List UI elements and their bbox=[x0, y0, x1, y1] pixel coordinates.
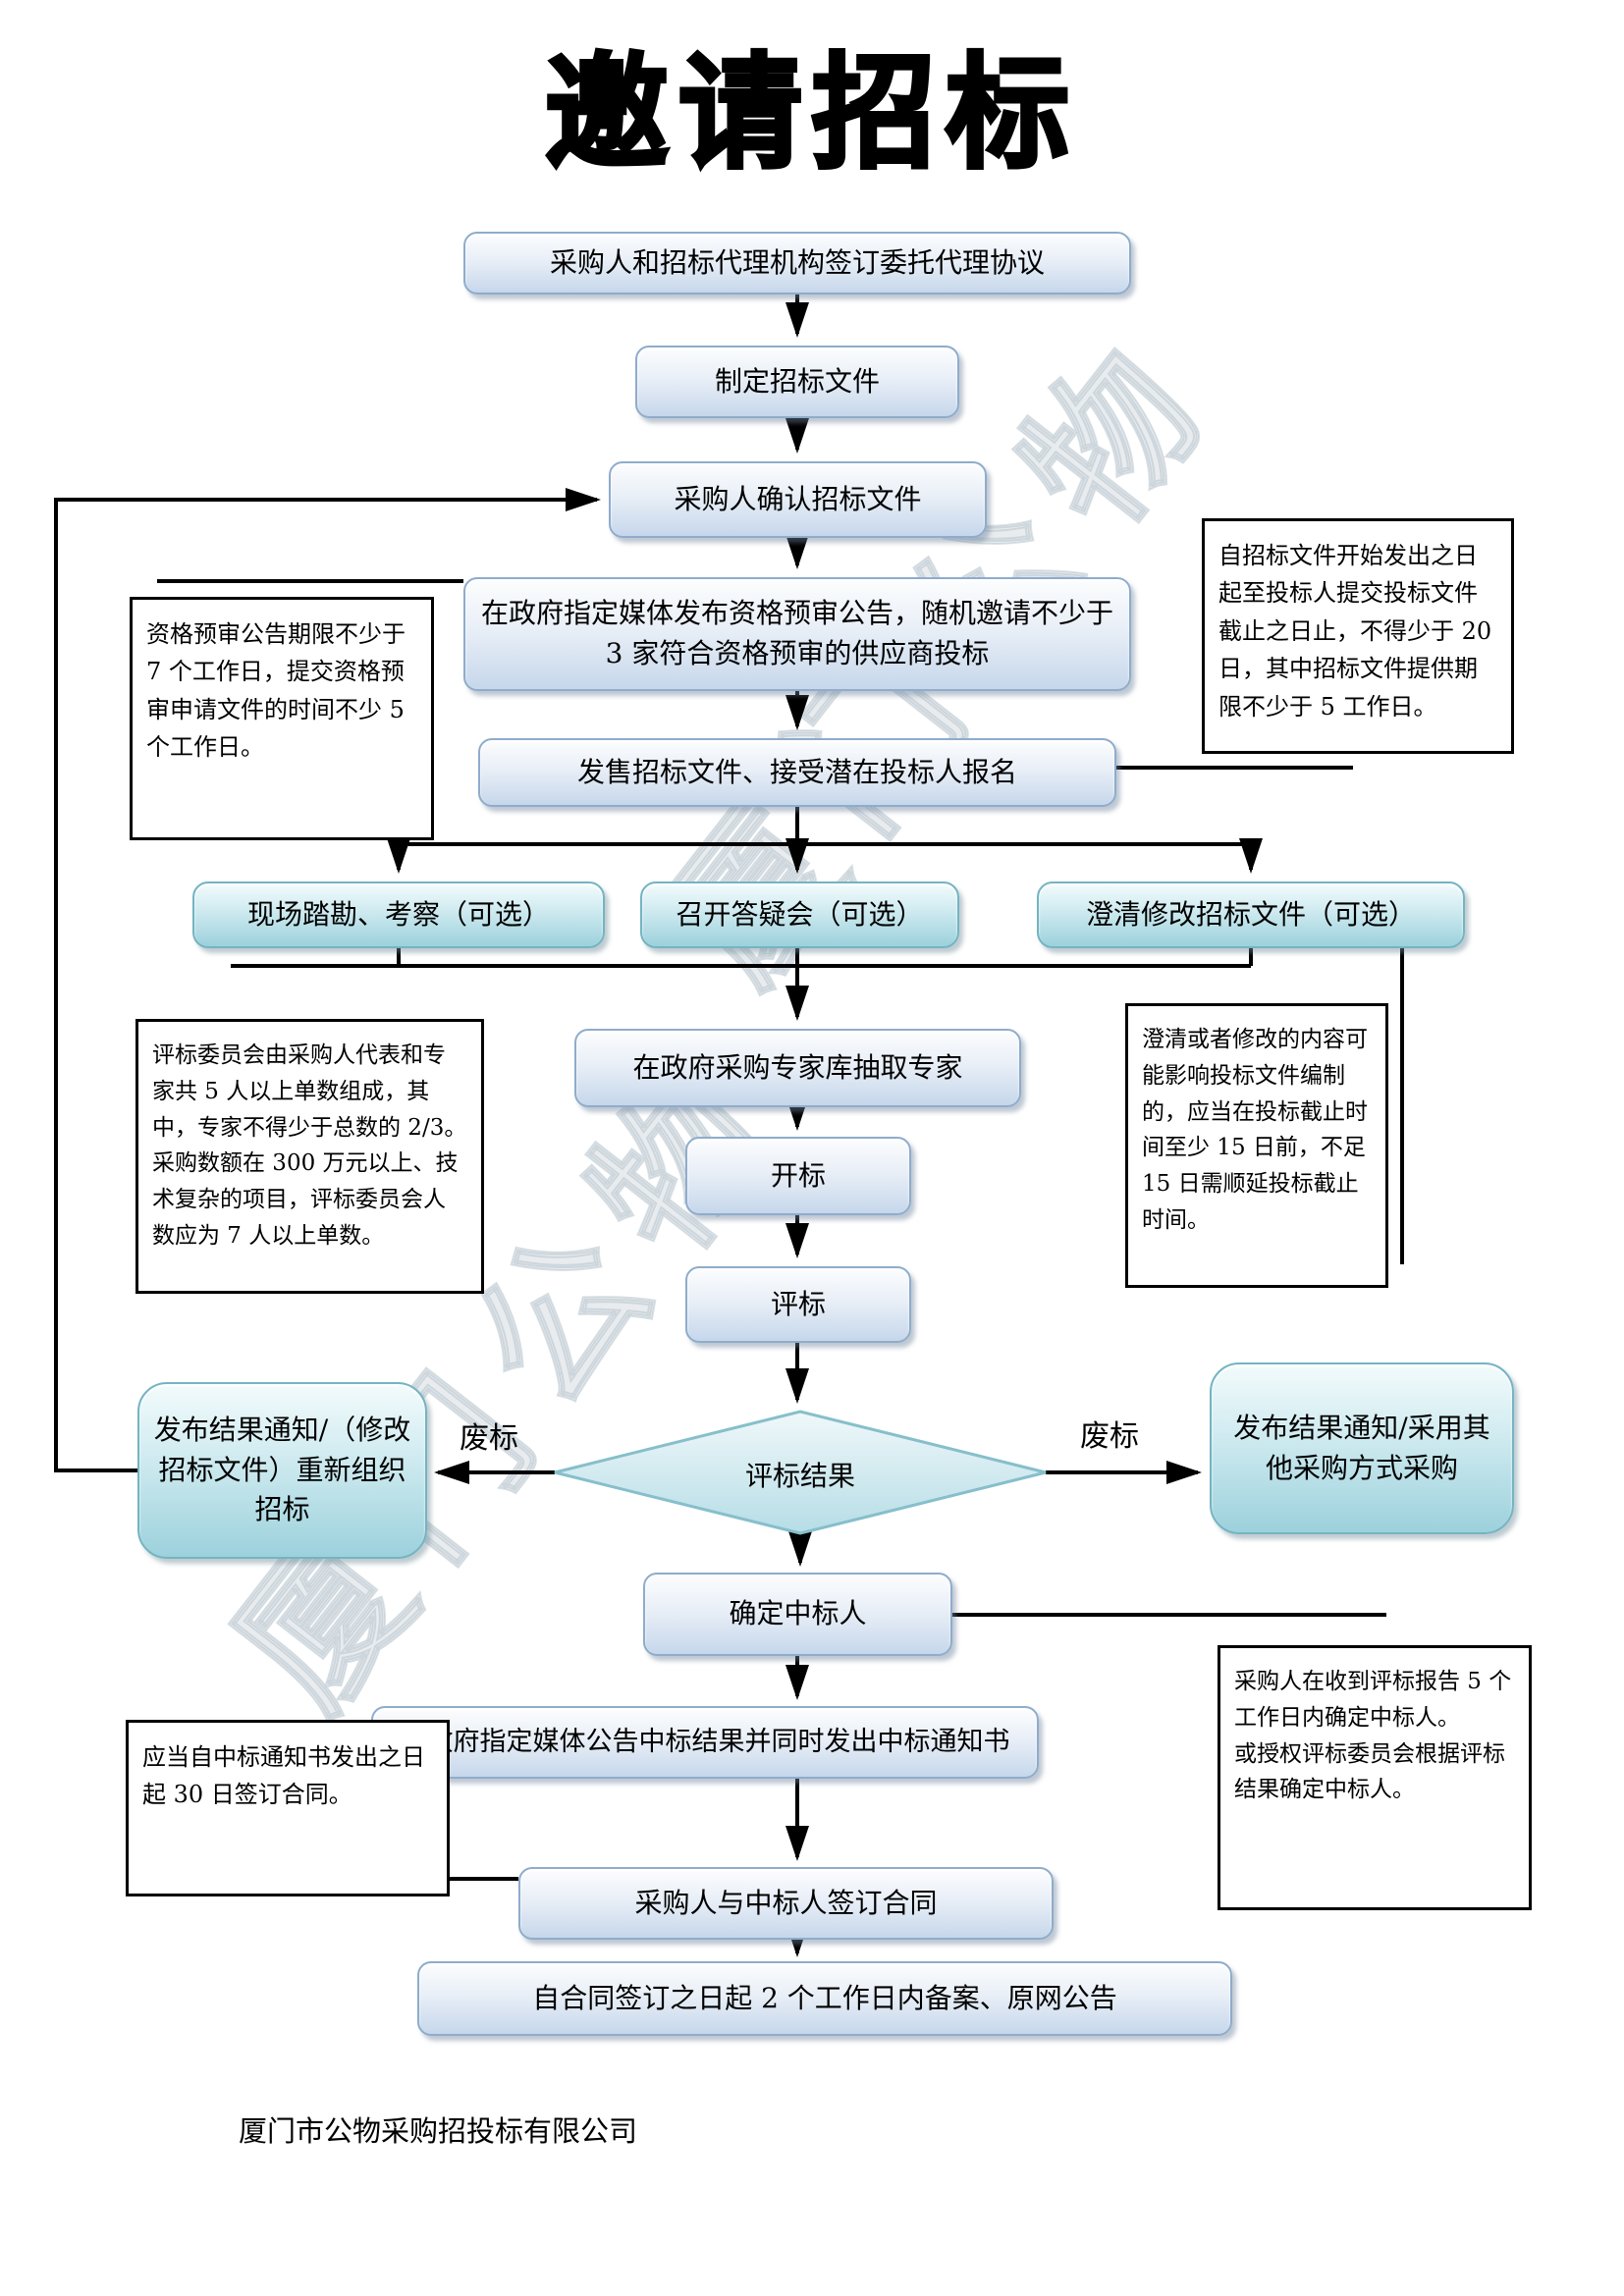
company-name: 厦门市公物采购招投标有限公司 bbox=[239, 2114, 638, 2148]
step-qa-meeting-optional: 召开答疑会（可选） bbox=[640, 881, 959, 948]
step-sign-contract: 采购人与中标人签订合同 bbox=[518, 1867, 1054, 1940]
step-confirm-tender-docs-label: 采购人确认招标文件 bbox=[674, 482, 922, 515]
step-determine-winner: 确定中标人 bbox=[643, 1573, 952, 1656]
step-prepare-tender-docs: 制定招标文件 bbox=[635, 346, 959, 418]
page-title: 邀请招标 bbox=[543, 38, 1079, 187]
note-clarify-deadline-text: 澄清或者修改的内容可能影响投标文件编制的，应当在投标截止时间至少 15 日前，不… bbox=[1142, 1027, 1374, 1233]
step-bid-opening: 开标 bbox=[685, 1137, 911, 1215]
step-bid-evaluation: 评标 bbox=[685, 1266, 911, 1343]
step-clarify-modify-optional: 澄清修改招标文件（可选） bbox=[1037, 881, 1465, 948]
step-qa-meeting-label: 召开答疑会（可选） bbox=[676, 897, 924, 931]
note-tender-period-text: 自招标文件开始发出之日起至投标人提交投标文件截止之日止，不得少于 20 日，其中… bbox=[1218, 542, 1499, 721]
note-prequalification-period: 资格预审公告期限不少于 7 个工作日，提交资格预审申请文件的时间不少 5 个工作… bbox=[130, 597, 434, 840]
step-sell-tender-docs: 发售招标文件、接受潜在投标人报名 bbox=[478, 738, 1116, 807]
step-announce-result: 在政府指定媒体公告中标结果并同时发出中标通知书 bbox=[371, 1706, 1039, 1779]
note-determine-winner-rule: 采购人在收到评标报告 5 个工作日内确定中标人。 或授权评标委员会根据评标结果确… bbox=[1218, 1645, 1532, 1910]
step-confirm-tender-docs: 采购人确认招标文件 bbox=[609, 461, 987, 538]
step-filing-announcement: 自合同签订之日起 2 个工作日内备案、原网公告 bbox=[417, 1961, 1232, 2036]
decision-diamond bbox=[554, 1410, 1047, 1535]
step-sign-contract-label: 采购人与中标人签订合同 bbox=[634, 1886, 938, 1919]
connector-feedback-retender bbox=[54, 488, 601, 1472]
step-bid-evaluation-label: 评标 bbox=[770, 1287, 826, 1320]
note-evaluation-committee-text: 评标委员会由采购人代表和专家共 5 人以上单数组成，其中，专家不得少于总数的 2… bbox=[152, 1042, 467, 1249]
step-determine-winner-label: 确定中标人 bbox=[729, 1597, 867, 1630]
step-agency-agreement-label: 采购人和招标代理机构签订委托代理协议 bbox=[549, 245, 1045, 279]
step-site-survey-optional: 现场踏勘、考察（可选） bbox=[192, 881, 605, 948]
step-draw-experts-label: 在政府采购专家库抽取专家 bbox=[632, 1050, 963, 1084]
step-publish-prequalification-label: 在政府指定媒体发布资格预审公告，随机邀请不少于 3 家符合资格预审的供应商投标 bbox=[480, 597, 1113, 669]
note-tender-period: 自招标文件开始发出之日起至投标人提交投标文件截止之日止，不得少于 20 日，其中… bbox=[1202, 518, 1514, 754]
step-prepare-tender-docs-label: 制定招标文件 bbox=[714, 364, 880, 398]
note-determine-winner-rule-text: 采购人在收到评标报告 5 个工作日内确定中标人。 或授权评标委员会根据评标结果确… bbox=[1234, 1669, 1512, 1803]
step-bid-opening-label: 开标 bbox=[770, 1158, 826, 1192]
note-prequalification-period-text: 资格预审公告期限不少于 7 个工作日，提交资格预审申请文件的时间不少 5 个工作… bbox=[146, 620, 413, 762]
step-publish-prequalification: 在政府指定媒体发布资格预审公告，随机邀请不少于 3 家符合资格预审的供应商投标 bbox=[463, 577, 1131, 691]
note-clarify-deadline: 澄清或者修改的内容可能影响投标文件编制的，应当在投标截止时间至少 15 日前，不… bbox=[1125, 1003, 1388, 1288]
note-evaluation-committee: 评标委员会由采购人代表和专家共 5 人以上单数组成，其中，专家不得少于总数的 2… bbox=[135, 1019, 484, 1294]
decision-evaluation-result-label: 评标结果 bbox=[744, 1460, 855, 1492]
step-draw-experts: 在政府采购专家库抽取专家 bbox=[574, 1029, 1021, 1107]
step-announce-result-label: 在政府指定媒体公告中标结果并同时发出中标通知书 bbox=[400, 1727, 1010, 1758]
step-clarify-modify-label: 澄清修改招标文件（可选） bbox=[1085, 897, 1416, 931]
step-other-procurement: 发布结果通知/采用其他采购方式采购 bbox=[1210, 1362, 1514, 1534]
step-sell-tender-docs-label: 发售招标文件、接受潜在投标人报名 bbox=[576, 755, 1017, 788]
step-filing-announcement-label: 自合同签订之日起 2 个工作日内备案、原网公告 bbox=[532, 1981, 1117, 2014]
step-site-survey-label: 现场踏勘、考察（可选） bbox=[246, 897, 550, 931]
step-other-procurement-label: 发布结果通知/采用其他采购方式采购 bbox=[1233, 1411, 1490, 1484]
note-sign-contract-deadline-text: 应当自中标通知书发出之日起 30 日签订合同。 bbox=[142, 1743, 425, 1809]
note-sign-contract-deadline: 应当自中标通知书发出之日起 30 日签订合同。 bbox=[126, 1720, 450, 1896]
edge-label-fail-left: 废标 bbox=[460, 1421, 518, 1456]
step-republish-retender-label: 发布结果通知/（修改招标文件）重新组织招标 bbox=[153, 1414, 411, 1526]
step-agency-agreement: 采购人和招标代理机构签订委托代理协议 bbox=[463, 232, 1131, 294]
step-republish-retender: 发布结果通知/（修改招标文件）重新组织招标 bbox=[137, 1382, 427, 1559]
edge-label-fail-right: 废标 bbox=[1080, 1419, 1139, 1454]
